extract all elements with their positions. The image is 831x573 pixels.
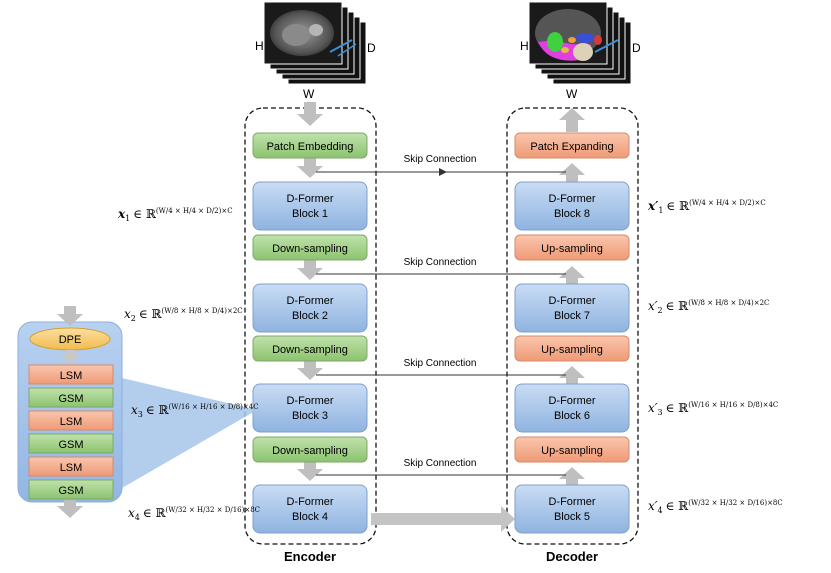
output-segmentation-volume [528,1,632,85]
block-6-line1: D-Former [548,395,595,407]
input-w-label: W [303,87,315,101]
upsampling-box-1 [514,234,630,261]
encoder-feature-1: x1∈ ℝ(W/4 × H/4 × D/2)×C [117,207,233,223]
dformer-block-5 [514,484,630,534]
block-7-line1: D-Former [548,295,595,307]
dformer-block-6 [514,383,630,433]
input-d-label: D [367,41,376,55]
inset-gsm-1 [28,387,114,408]
flow-arrow [559,467,585,487]
block-2-line1: D-Former [286,295,333,307]
encoder-title: Encoder [284,549,336,564]
block-8-line1: D-Former [548,193,595,205]
inset-lsm-3 [28,456,114,477]
block-5-line2: Block 5 [554,511,590,523]
patch-expanding-label: Patch Expanding [530,141,613,153]
inset-output-arrow [57,500,83,518]
encoder-flow-arrows [297,102,323,481]
skip-connection-label-2: Skip Connection [404,257,477,268]
inset-gsm-3 [28,479,114,500]
bottleneck-arrow [371,506,515,532]
downsampling-box-1 [252,234,368,261]
skip-connection-lines [316,168,566,476]
flow-arrow [297,260,323,280]
dformer-block-1 [252,181,368,231]
patch-embedding-box [252,132,368,159]
dformer-block-8 [514,181,630,231]
inset-lsm-2 [28,410,114,431]
downsampling-label-2: Down-sampling [272,344,348,356]
skip-connection-label-1: Skip Connection [404,154,477,165]
downsampling-box-3 [252,436,368,463]
upsampling-box-2 [514,335,630,362]
downsampling-label-3: Down-sampling [272,445,348,457]
inset-lsm-1 [28,364,114,385]
upsampling-box-3 [514,436,630,463]
inset-gsm-1-label: GSM [58,393,83,405]
dformer-block-3 [252,383,368,433]
block-1-line1: D-Former [286,193,333,205]
encoder-feature-3: x3∈ ℝ(W/16 × H/16 × D/8)×4C [131,403,259,419]
block-4-line1: D-Former [286,496,333,508]
output-d-label: D [632,41,641,55]
block-5-line1: D-Former [548,496,595,508]
flow-arrow [559,108,585,132]
flow-arrow [559,366,585,386]
dformer-block-2 [252,283,368,333]
flow-arrow [559,163,585,183]
inset-lsm-3-label: LSM [60,462,83,474]
block-2-line2: Block 2 [292,310,328,322]
inset-callout [122,378,257,488]
upsampling-label-2: Up-sampling [541,344,603,356]
decoder-flow-arrows [559,108,585,487]
inset-gsm-2-label: GSM [58,439,83,451]
input-ct-volume [263,1,367,85]
decoder-feature-3: x′3∈ ℝ(W/16 × H/16 × D/8)×4C [648,401,778,417]
encoder-container [244,107,377,545]
block-8-line2: Block 8 [554,208,590,220]
flow-arrow [297,360,323,380]
encoder-feature-4: x4∈ ℝ(W/32 × H/32 × D/16)×8C [128,506,260,522]
dformer-block-7 [514,283,630,333]
flow-arrow [297,461,323,481]
dformer-block-4 [252,484,368,534]
inset-lsm-1-label: LSM [60,370,83,382]
decoder-feature-4: x′4∈ ℝ(W/32 × H/32 × D/16)×8C [648,499,783,515]
patch-expanding-box [514,132,630,159]
decoder-title: Decoder [546,549,598,564]
inset-flow-arrow [60,350,80,364]
patch-embedding-label: Patch Embedding [267,141,354,153]
inset-input-arrow [57,306,83,326]
block-4-line2: Block 4 [292,511,328,523]
skip-connection-label-4: Skip Connection [404,458,477,469]
block-7-line2: Block 7 [554,310,590,322]
decoder-feature-2: x′2∈ ℝ(W/8 × H/8 × D/4)×2C [648,299,769,315]
encoder-feature-2: x2∈ ℝ(W/8 × H/8 × D/4)×2C [124,307,243,323]
skip-connection-label-3: Skip Connection [404,358,477,369]
inset-gsm-2 [28,433,114,454]
input-h-label: H [255,39,264,53]
upsampling-label-1: Up-sampling [541,243,603,255]
flow-arrow [559,266,585,286]
block-3-line2: Block 3 [292,410,328,422]
decoder-container [506,107,639,545]
dpe-label: DPE [59,334,82,346]
block-1-line2: Block 1 [292,208,328,220]
inset-gsm-3-label: GSM [58,485,83,497]
upsampling-label-3: Up-sampling [541,445,603,457]
output-h-label: H [520,39,529,53]
decoder-feature-1: x′1∈ ℝ(W/4 × H/4 × D/2)×C [647,199,766,215]
flow-arrow [297,158,323,178]
downsampling-box-2 [252,335,368,362]
downsampling-label-1: Down-sampling [272,243,348,255]
block-6-line2: Block 6 [554,410,590,422]
inset-lsm-2-label: LSM [60,416,83,428]
flow-arrow [297,102,323,126]
block-3-line1: D-Former [286,395,333,407]
output-w-label: W [566,87,578,101]
